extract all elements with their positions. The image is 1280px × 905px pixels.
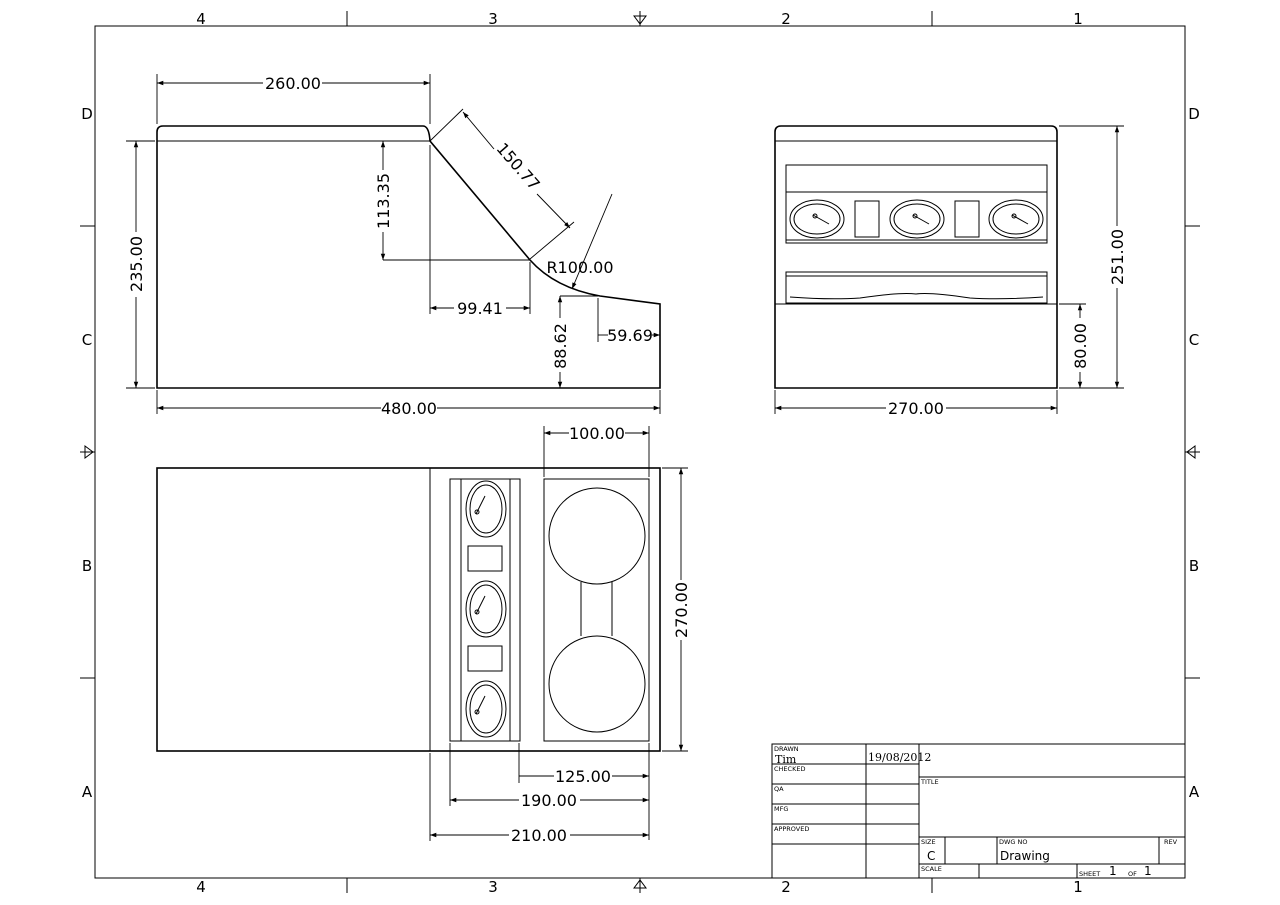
- switch-icon: [854, 200, 880, 238]
- dim-top-length: 260.00: [265, 74, 321, 93]
- tb-dwg-no-label: DWG NO: [999, 838, 1028, 846]
- zone-row-right: A: [1189, 783, 1200, 801]
- tb-checked-label: CHECKED: [774, 765, 805, 773]
- dim-125: 125.00: [555, 767, 611, 786]
- tb-of-label: OF: [1128, 870, 1137, 878]
- gauge-icon: [465, 580, 507, 638]
- tb-dwg-no-value: Drawing: [1000, 849, 1050, 863]
- dim-210: 210.00: [511, 826, 567, 845]
- center-mark-left: [80, 445, 95, 459]
- dim-overall-length: 480.00: [381, 399, 437, 418]
- gauge-panel: [785, 164, 1048, 244]
- dim-slope-rise: 113.35: [374, 173, 393, 229]
- gauge-icon: [789, 199, 845, 239]
- gauge-icon: [988, 199, 1044, 239]
- dim-tail-length: 59.69: [607, 326, 653, 345]
- center-mark-top: [633, 11, 647, 26]
- zone-row-right: C: [1189, 331, 1199, 349]
- switch-icon: [954, 200, 980, 238]
- dim-front-width: 270.00: [888, 399, 944, 418]
- tb-mfg-label: MFG: [774, 805, 788, 813]
- dim-front-height: 251.00: [1108, 229, 1127, 285]
- tb-title-label: TITLE: [920, 778, 939, 786]
- tb-qa-label: QA: [774, 785, 784, 793]
- tb-size-value: C: [927, 849, 935, 863]
- tb-scale-label: SCALE: [921, 865, 942, 873]
- front-view: [774, 125, 1058, 389]
- switch-icon: [467, 545, 503, 572]
- gauge-icon: [465, 480, 507, 538]
- tb-rev-label: REV: [1164, 838, 1178, 846]
- dim-slope-length: 150.77: [493, 139, 544, 194]
- zone-row-right: D: [1188, 105, 1200, 123]
- front-view-dimensions: 251.00 80.00 270.00: [774, 125, 1127, 418]
- tb-sheet-number: 1: [1109, 864, 1117, 878]
- gauge-icon: [889, 199, 945, 239]
- zone-row-right: B: [1189, 557, 1199, 575]
- zone-col-bottom: 2: [781, 878, 791, 896]
- zone-col-bottom: 1: [1073, 878, 1083, 896]
- dim-top-depth: 270.00: [672, 582, 691, 638]
- side-view: [156, 125, 661, 389]
- zone-col-top: 1: [1073, 10, 1083, 28]
- gauge-icon: [465, 680, 507, 738]
- zone-col-top: 3: [488, 10, 498, 28]
- center-mark-bottom: [633, 878, 647, 893]
- tb-sheet-total: 1: [1144, 864, 1152, 878]
- side-view-outline: [156, 125, 661, 389]
- tb-size-label: SIZE: [921, 838, 936, 846]
- cup-holder-pod: [543, 478, 650, 742]
- top-view-dimensions: 100.00 270.00 125.00 190.00 210.00: [429, 424, 691, 845]
- tb-drawn-date: 19/08/2012: [868, 751, 931, 764]
- dim-height-total: 235.00: [127, 236, 146, 292]
- sheet-border: [80, 11, 1200, 893]
- zone-col-top: 2: [781, 10, 791, 28]
- dim-radius: R100.00: [546, 258, 613, 277]
- dim-base-height: 80.00: [1071, 323, 1090, 369]
- tb-drawn-by: Tim: [775, 753, 797, 766]
- front-view-outline: [774, 125, 1058, 389]
- zone-labels: 4 3 2 1 4 3 2 1 D C B A D C B A: [81, 10, 1200, 896]
- tray-panel: [785, 271, 1048, 304]
- gauge-column: [449, 478, 521, 742]
- tb-approved-label: APPROVED: [774, 825, 809, 833]
- zone-row-left: C: [82, 331, 92, 349]
- zone-row-left: D: [81, 105, 93, 123]
- cup-holder-icon: [548, 635, 646, 733]
- dim-slope-run: 99.41: [457, 299, 503, 318]
- center-mark-right: [1185, 445, 1200, 459]
- tb-drawn-label: DRAWN: [774, 745, 799, 753]
- zone-row-left: B: [82, 557, 92, 575]
- title-block: DRAWN Tim 19/08/2012 CHECKED QA MFG APPR…: [771, 743, 1186, 879]
- zone-col-bottom: 4: [196, 878, 206, 896]
- tb-sheet-label: SHEET: [1079, 870, 1100, 878]
- dim-lower-height: 88.62: [551, 323, 570, 369]
- top-view: [156, 467, 661, 752]
- cup-holder-icon: [548, 487, 646, 585]
- switch-icon: [467, 645, 503, 672]
- dim-190: 190.00: [521, 791, 577, 810]
- zone-col-top: 4: [196, 10, 206, 28]
- zone-row-left: A: [82, 783, 93, 801]
- dim-pod-width: 100.00: [569, 424, 625, 443]
- top-view-outline: [156, 467, 661, 752]
- zone-col-bottom: 3: [488, 878, 498, 896]
